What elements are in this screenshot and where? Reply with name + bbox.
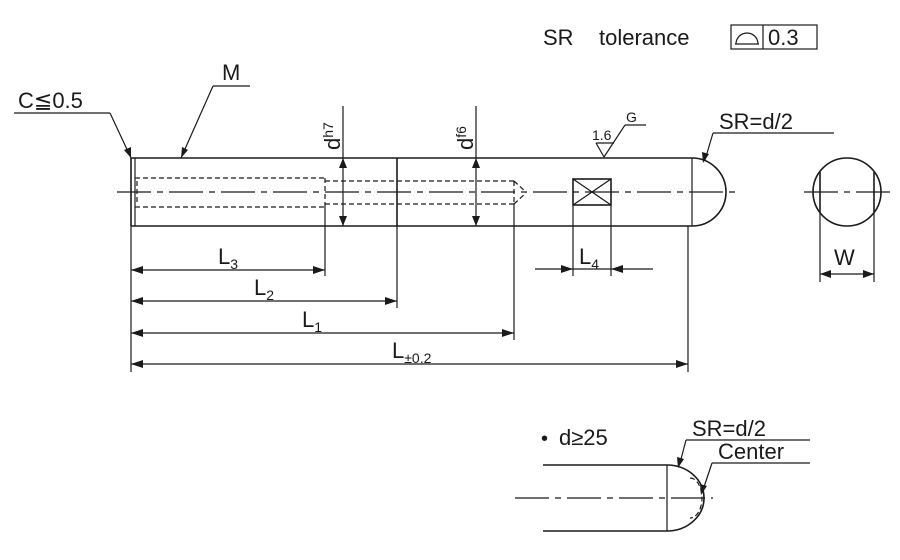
tolerance-frame bbox=[730, 24, 818, 50]
roughness-value: 1.6 bbox=[592, 127, 612, 143]
chamfer-label: C≦0.5 bbox=[18, 88, 83, 113]
end-view: W bbox=[804, 157, 890, 282]
flat-face-mark bbox=[572, 178, 612, 206]
detail-note-bullet: • bbox=[541, 428, 548, 450]
dimension-l1: L1 bbox=[131, 307, 514, 337]
surface-roughness-symbol: 1.6 G bbox=[592, 109, 646, 158]
spherical-end bbox=[691, 157, 727, 227]
thread-label: M bbox=[222, 60, 240, 85]
diameter-f6-label: df6 bbox=[453, 126, 478, 150]
tolerance-label: tolerance bbox=[599, 25, 690, 50]
dimension-l1-label: L1 bbox=[302, 307, 322, 335]
dimension-l3-label: L3 bbox=[218, 244, 238, 272]
dimension-l4: L4 bbox=[535, 244, 653, 273]
sr-tolerance-header: SR tolerance 0.3 bbox=[543, 24, 818, 50]
pin-body bbox=[130, 157, 727, 227]
detail-large-diameter: • d≥25 SR=d/2 Center bbox=[515, 416, 810, 532]
diameter-f6-arrows bbox=[472, 106, 480, 226]
detail-center-label: Center bbox=[718, 439, 784, 464]
dimension-l2-label: L2 bbox=[254, 275, 274, 303]
width-label: W bbox=[834, 245, 855, 270]
dimension-l: L±0.2 bbox=[131, 338, 688, 368]
sr-label: SR=d/2 bbox=[719, 109, 793, 134]
dimension-l-label: L±0.2 bbox=[392, 338, 432, 366]
thread-callout: M bbox=[180, 60, 250, 159]
dimension-l3: L3 bbox=[131, 244, 325, 274]
dimension-l2: L2 bbox=[131, 275, 397, 305]
sr-label: SR bbox=[543, 25, 574, 50]
chamfer-callout: C≦0.5 bbox=[14, 88, 132, 159]
detail-note: d≥25 bbox=[559, 425, 608, 450]
tolerance-value: 0.3 bbox=[768, 25, 799, 50]
dimension-l4-label: L4 bbox=[579, 244, 599, 272]
sr-callout: SR=d/2 bbox=[702, 109, 834, 163]
surface-profile-icon bbox=[735, 32, 759, 45]
roughness-grade: G bbox=[626, 109, 637, 125]
diameter-h7-label: dh7 bbox=[320, 122, 345, 150]
diameter-h7-arrows bbox=[339, 106, 347, 226]
detail-sr-label: SR=d/2 bbox=[692, 416, 766, 441]
